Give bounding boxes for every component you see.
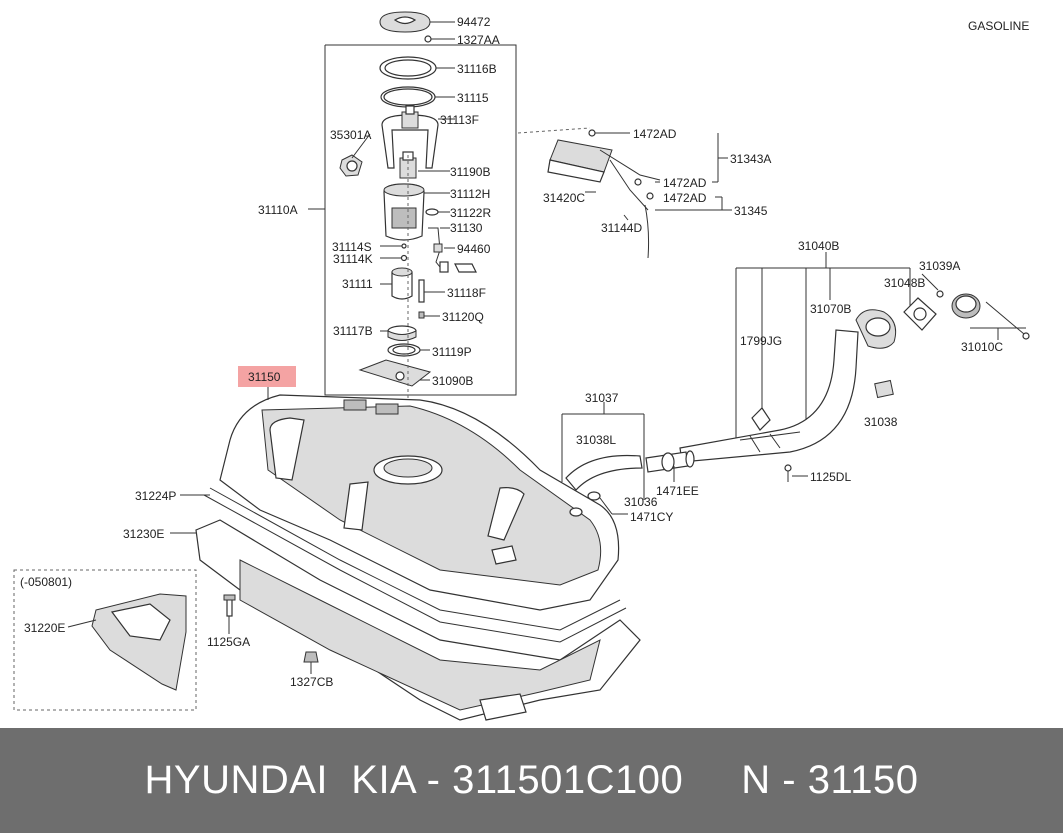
part-label-31038L: 31038L bbox=[576, 433, 616, 447]
part-label-31114S: 31114S bbox=[332, 240, 372, 254]
nut-1327AA bbox=[424, 35, 432, 43]
rod-31118F bbox=[418, 279, 425, 303]
spacer-31120Q bbox=[418, 311, 425, 319]
part-label-1472AD-b: 1472AD bbox=[663, 176, 707, 190]
part-label-31111: 31111 bbox=[342, 277, 373, 291]
fuel-tank-31150 bbox=[219, 394, 620, 611]
part-label-94460: 94460 bbox=[457, 242, 491, 256]
part-label-31122R: 31122R bbox=[450, 206, 491, 220]
tank-band-31224P bbox=[203, 487, 627, 643]
heat-shield-31220E bbox=[91, 593, 187, 691]
part-label-31040B: 31040B bbox=[798, 239, 839, 253]
tank-protector-31230E bbox=[195, 519, 641, 721]
part-label-31420C: 31420C bbox=[543, 191, 585, 205]
clamp-1471EE bbox=[661, 452, 675, 472]
part-label-31115: 31115 bbox=[457, 91, 489, 105]
part-label-31220E: 31220E bbox=[24, 621, 65, 635]
part-label-1125GA: 1125GA bbox=[207, 635, 250, 649]
part-label-31070B: 31070B bbox=[810, 302, 851, 316]
part-number-banner: HYUNDAI KIA - 311501C100 N - 31150 bbox=[0, 728, 1063, 833]
clip-1799JG bbox=[751, 407, 771, 431]
part-label-31038: 31038 bbox=[864, 415, 898, 429]
part-label-31039A: 31039A bbox=[919, 259, 960, 273]
part-label-31090B: 31090B bbox=[432, 374, 473, 388]
fuel-type-label: GASOLINE bbox=[968, 19, 1029, 33]
part-label-1327AA: 1327AA bbox=[457, 33, 500, 47]
highlight-box-31150 bbox=[238, 366, 296, 387]
screw-31039A bbox=[936, 290, 944, 298]
part-label-31190B: 31190B bbox=[450, 165, 490, 179]
ring-31117B bbox=[387, 325, 417, 341]
nut-1327CB bbox=[303, 651, 319, 663]
part-label-1799JG: 1799JG bbox=[740, 334, 782, 348]
part-label-31118F: 31118F bbox=[447, 286, 486, 300]
part-label-1327CB: 1327CB bbox=[290, 675, 333, 689]
o-ring-31115 bbox=[380, 86, 436, 108]
part-label-31116B: 31116B bbox=[457, 62, 497, 76]
part-label-31230E: 31230E bbox=[123, 527, 164, 541]
filter-31111 bbox=[391, 267, 413, 300]
part-label-31345: 31345 bbox=[734, 204, 768, 218]
part-label-31112H: 31112H bbox=[450, 187, 490, 201]
part-label-94472: 94472 bbox=[457, 15, 491, 29]
variant-date-label: (-050801) bbox=[20, 575, 72, 589]
filler-neck-31070B bbox=[679, 309, 897, 463]
part-label-1471EE: 1471EE bbox=[656, 484, 699, 498]
hose-31038L bbox=[565, 454, 643, 491]
pump-body-31112H bbox=[383, 183, 425, 241]
gasket-31048B bbox=[903, 297, 937, 331]
hose-31144D bbox=[644, 204, 650, 259]
pump-assembly-bracket bbox=[324, 44, 517, 396]
part-label-1472AD-a: 1472AD bbox=[633, 127, 677, 141]
sensor-35301A bbox=[339, 154, 363, 177]
part-label-31117B: 31117B bbox=[333, 324, 373, 338]
parts-diagram: GASOLINE 94472 1327AA 31116B 31115 31113… bbox=[13, 11, 1030, 721]
ring-31119P bbox=[387, 343, 421, 357]
part-label-1471CY: 1471CY bbox=[630, 510, 673, 524]
part-label-31036: 31036 bbox=[624, 495, 658, 509]
part-label-31224P: 31224P bbox=[135, 489, 176, 503]
bolt-1125GA bbox=[223, 594, 236, 617]
part-label-31113F: 31113F bbox=[440, 113, 479, 127]
clip-31114K bbox=[400, 254, 408, 262]
part-label-31343A: 31343A bbox=[730, 152, 771, 166]
part-label-31037: 31037 bbox=[585, 391, 619, 405]
label-31038 bbox=[874, 379, 894, 399]
bracket-31090B bbox=[358, 359, 432, 387]
cover-plate-94472 bbox=[379, 11, 431, 33]
clip-31114S bbox=[401, 243, 407, 249]
pump-flange-31113F bbox=[381, 105, 439, 169]
o-ring-31122R bbox=[425, 208, 439, 216]
part-label-35301A: 35301A bbox=[330, 128, 371, 142]
part-label-31114K: 31114K bbox=[333, 252, 373, 266]
variant-box-050801 bbox=[13, 569, 197, 711]
part-label-31150: 31150 bbox=[248, 370, 281, 384]
part-label-31110A: 31110A bbox=[258, 203, 298, 217]
part-label-1125DL: 1125DL bbox=[810, 470, 851, 484]
fuel-cap-31010C bbox=[951, 293, 1030, 340]
wire-harness-31130 bbox=[428, 227, 477, 273]
part-label-31120Q: 31120Q bbox=[442, 310, 484, 324]
part-label-1472AD-c: 1472AD bbox=[663, 191, 707, 205]
clamp-1471CY bbox=[587, 491, 601, 501]
fuel-tank-exploded-view: GASOLINE 94472 1327AA 31116B 31115 31113… bbox=[13, 11, 1030, 721]
part-label-31010C: 31010C bbox=[961, 340, 1003, 354]
part-label-31144D: 31144D bbox=[601, 221, 642, 235]
gasket-ring-31116B bbox=[379, 56, 437, 80]
part-label-31119P: 31119P bbox=[432, 345, 472, 359]
part-label-31130: 31130 bbox=[450, 221, 483, 235]
part-label-31048B: 31048B bbox=[884, 276, 925, 290]
